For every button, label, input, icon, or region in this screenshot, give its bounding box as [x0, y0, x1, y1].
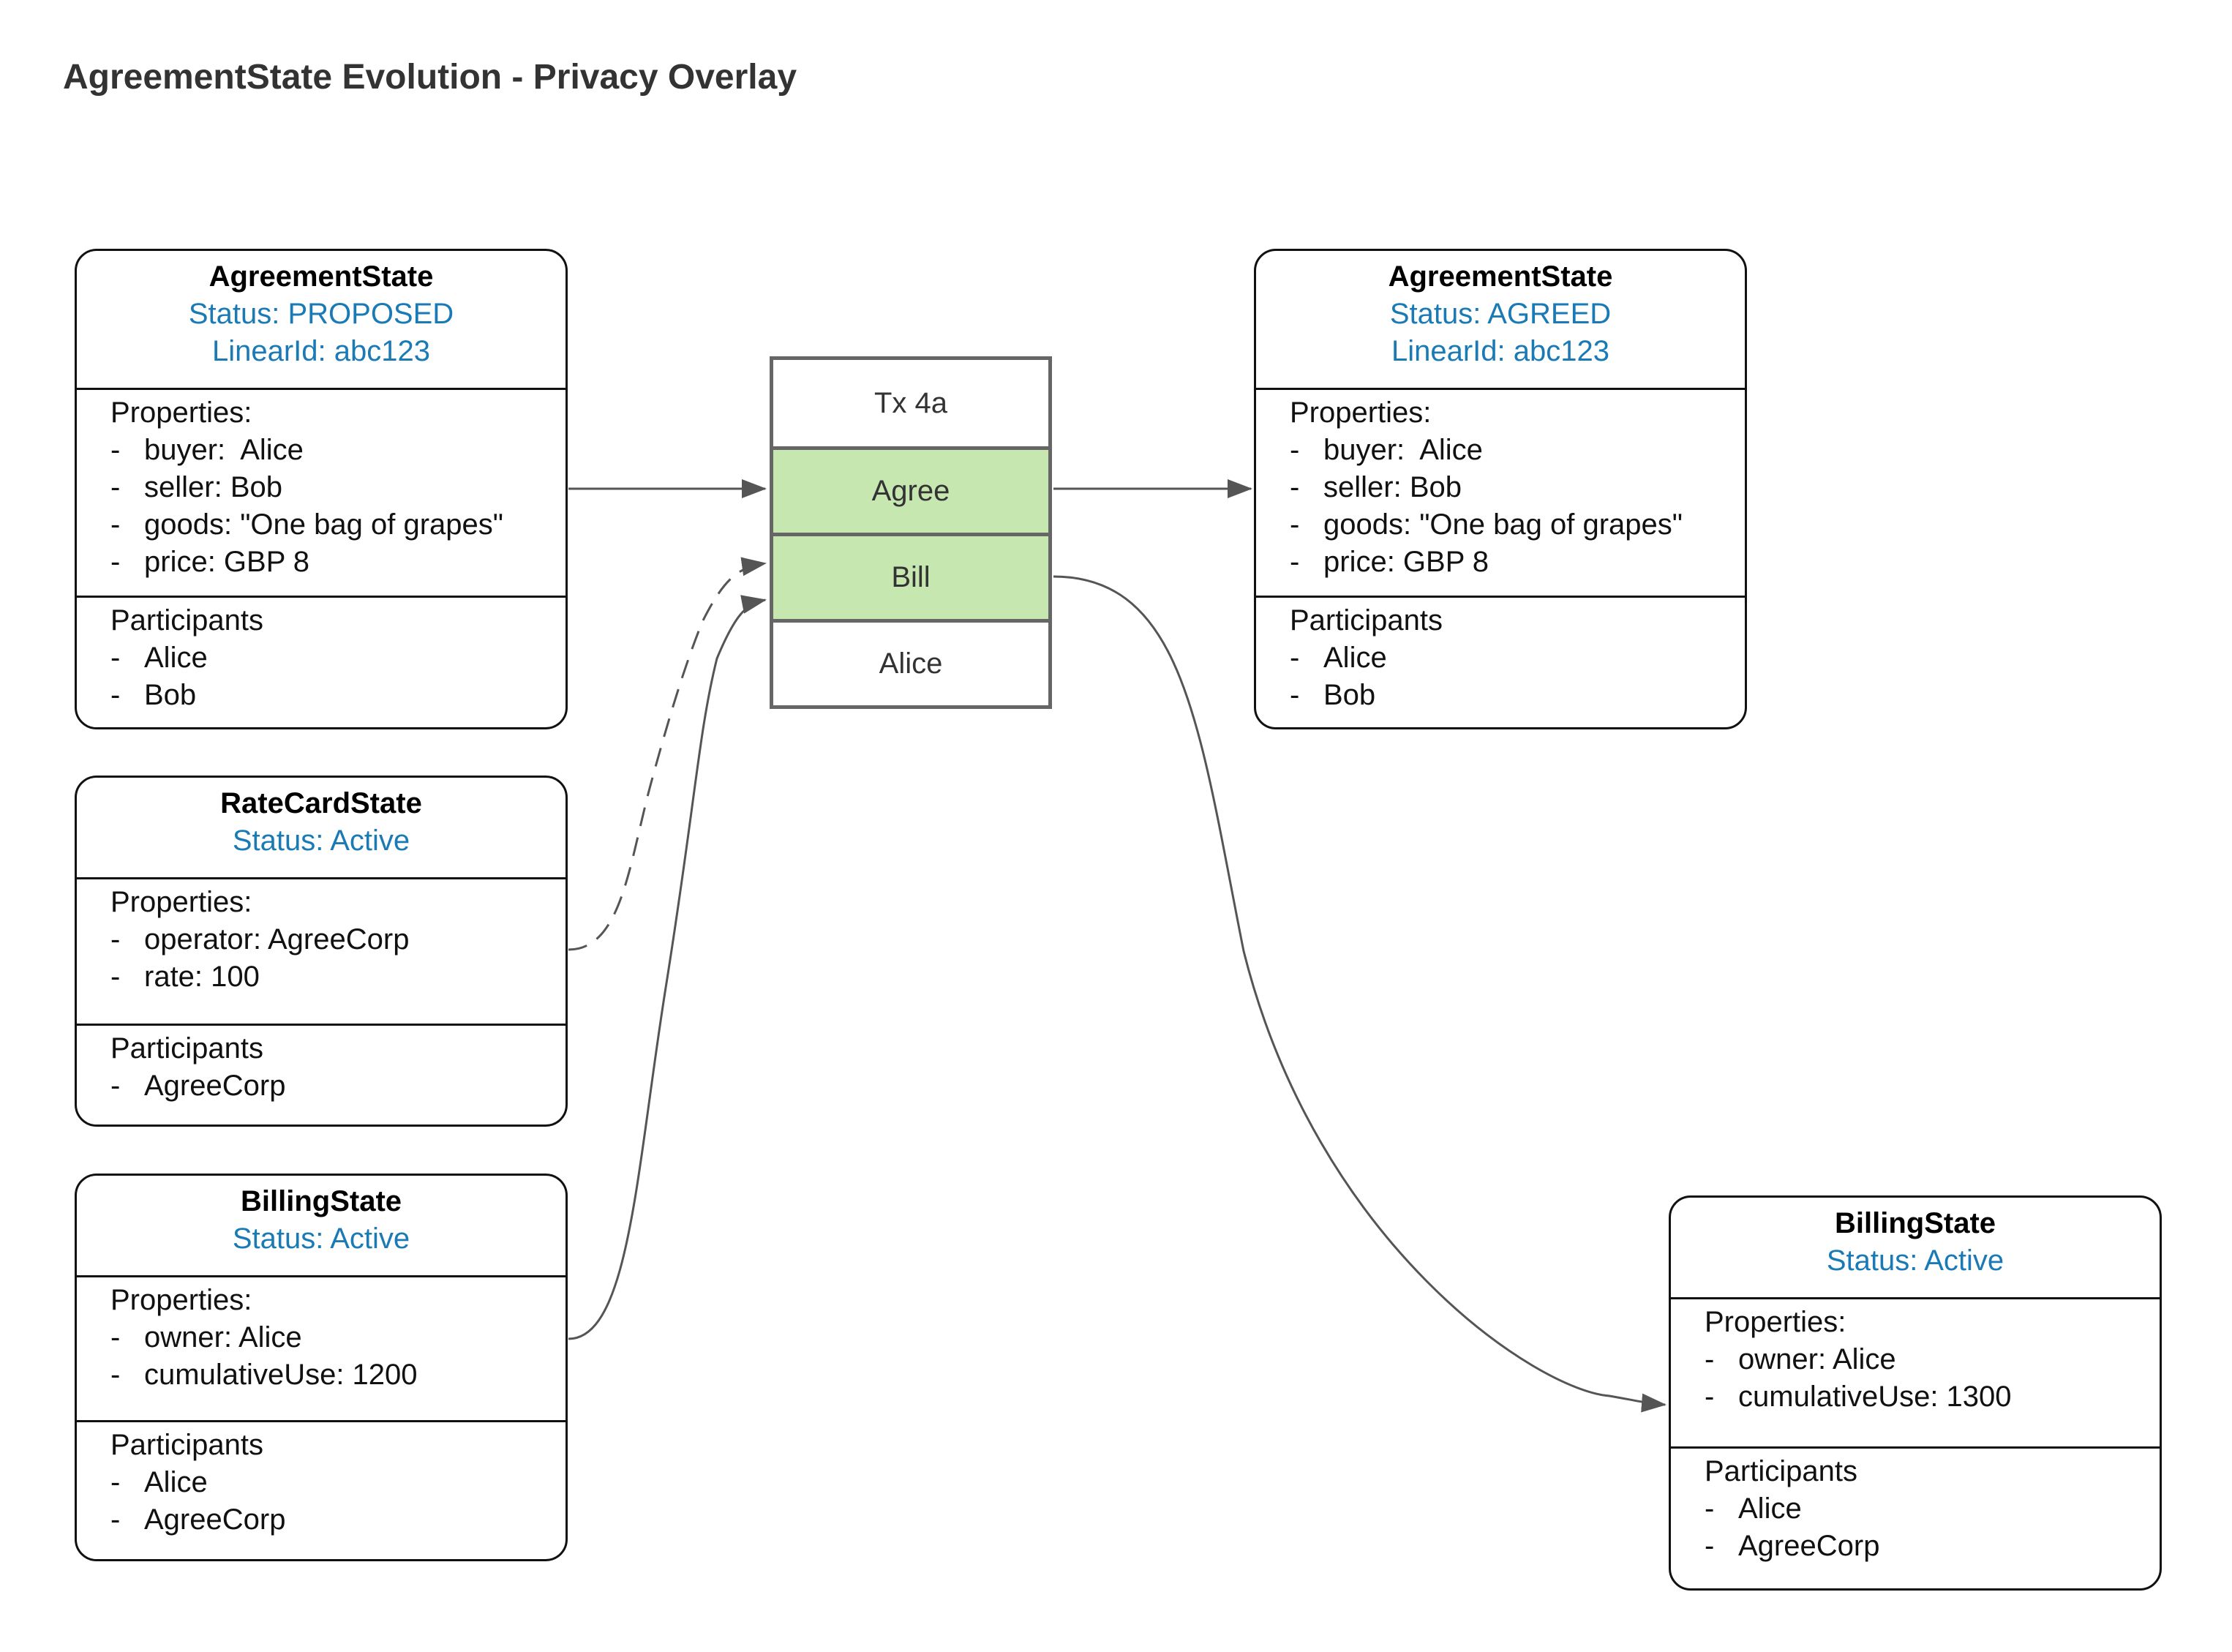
list-bullet: - [1705, 1343, 1715, 1375]
state-status: Status: Active [232, 825, 410, 857]
connector-ratecard-to-bill-reference [568, 557, 767, 951]
transaction-signer: Alice [773, 619, 1048, 705]
state-header: BillingState Status: Active [1671, 1198, 2160, 1297]
property-item: -price: GBP 8 [1290, 544, 1745, 581]
state-name: RateCardState [220, 787, 422, 819]
participants-label: Participants [110, 1429, 263, 1461]
participant-item: -Bob [1290, 677, 1745, 714]
transaction-box: Tx 4a Agree Bill Alice [770, 356, 1052, 709]
state-status: Status: PROPOSED [188, 298, 454, 330]
state-status: Status: Active [232, 1223, 410, 1255]
properties-label: Properties: [110, 1284, 252, 1316]
property-item: -goods: "One bag of grapes" [1290, 506, 1745, 544]
list-bullet: - [1290, 546, 1300, 578]
state-participants: Participants -Alice -AgreeCorp [77, 1420, 565, 1539]
list-bullet: - [110, 923, 121, 955]
list-bullet: - [110, 1466, 121, 1498]
property-item: -owner: Alice [1705, 1341, 2160, 1378]
list-bullet: - [110, 471, 121, 503]
participant-item: -Alice [1290, 639, 1745, 677]
state-status: Status: AGREED [1389, 298, 1612, 330]
state-name: AgreementState [1388, 260, 1613, 293]
participant-item: -AgreeCorp [110, 1067, 565, 1105]
list-bullet: - [1290, 508, 1300, 541]
diagram-title: AgreementState Evolution - Privacy Overl… [63, 58, 797, 97]
state-participants: Participants -Alice -AgreeCorp [1671, 1446, 2160, 1565]
participant-item: -AgreeCorp [1705, 1528, 2160, 1565]
transaction-id: Tx 4a [873, 386, 948, 419]
list-bullet: - [110, 1503, 121, 1536]
state-properties: Properties: -operator: AgreeCorp -rate: … [77, 877, 565, 1024]
property-item: -goods: "One bag of grapes" [110, 506, 565, 544]
list-bullet: - [1290, 642, 1300, 674]
property-item: -seller: Bob [1290, 469, 1745, 506]
state-properties: Properties: -buyer: Alice -seller: Bob -… [1256, 388, 1745, 596]
participants-label: Participants [1705, 1455, 1857, 1487]
list-bullet: - [1290, 434, 1300, 466]
properties-label: Properties: [1705, 1306, 1846, 1338]
input-agreement-state: AgreementState Status: PROPOSED LinearId… [75, 249, 568, 729]
command-agree: Agree [773, 446, 1048, 533]
state-properties: Properties: -owner: Alice -cumulativeUse… [77, 1275, 565, 1420]
participant-item: -Bob [110, 677, 565, 714]
list-bullet: - [110, 508, 121, 541]
state-status: Status: Active [1826, 1244, 2004, 1277]
state-header: AgreementState Status: PROPOSED LinearId… [77, 251, 565, 388]
state-linear-id: LinearId: abc123 [211, 335, 430, 367]
list-bullet: - [1705, 1530, 1715, 1562]
list-bullet: - [110, 1070, 121, 1102]
participants-label: Participants [110, 1032, 263, 1065]
participants-label: Participants [1290, 604, 1443, 637]
list-bullet: - [110, 961, 121, 993]
list-bullet: - [1290, 679, 1300, 711]
connector-bill-to-output-billing [1053, 575, 1667, 1413]
list-bullet: - [1290, 471, 1300, 503]
list-bullet: - [110, 642, 121, 674]
property-item: -price: GBP 8 [110, 544, 565, 581]
state-header: AgreementState Status: AGREED LinearId: … [1256, 251, 1745, 388]
participant-item: -Alice [110, 639, 565, 677]
property-item: -cumulativeUse: 1200 [110, 1356, 565, 1394]
list-bullet: - [1705, 1493, 1715, 1525]
state-participants: Participants -AgreeCorp [77, 1024, 565, 1105]
state-name: AgreementState [208, 260, 434, 293]
participants-label: Participants [110, 604, 263, 637]
state-linear-id: LinearId: abc123 [1391, 335, 1609, 367]
state-header: BillingState Status: Active [77, 1176, 565, 1275]
properties-label: Properties: [1290, 397, 1432, 429]
list-bullet: - [110, 434, 121, 466]
property-item: -seller: Bob [110, 469, 565, 506]
state-properties: Properties: -owner: Alice -cumulativeUse… [1671, 1297, 2160, 1446]
property-item: -buyer: Alice [1290, 432, 1745, 469]
property-item: -owner: Alice [110, 1319, 565, 1356]
list-bullet: - [110, 546, 121, 578]
state-header: RateCardState Status: Active [77, 778, 565, 877]
state-properties: Properties: -buyer: Alice -seller: Bob -… [77, 388, 565, 596]
properties-label: Properties: [110, 397, 252, 429]
connector-billing-to-bill [568, 595, 767, 1340]
command-bill: Bill [773, 533, 1048, 619]
list-bullet: - [1705, 1381, 1715, 1413]
list-bullet: - [110, 1359, 121, 1391]
input-billing-state: BillingState Status: Active Properties: … [75, 1174, 568, 1561]
list-bullet: - [110, 1321, 121, 1353]
property-item: -operator: AgreeCorp [110, 921, 565, 958]
state-participants: Participants -Alice -Bob [1256, 596, 1745, 714]
list-bullet: - [110, 679, 121, 711]
output-billing-state: BillingState Status: Active Properties: … [1669, 1195, 2162, 1591]
state-name: BillingState [240, 1185, 402, 1217]
ratecard-state: RateCardState Status: Active Properties:… [75, 776, 568, 1127]
property-item: -cumulativeUse: 1300 [1705, 1378, 2160, 1416]
state-participants: Participants -Alice -Bob [77, 596, 565, 714]
properties-label: Properties: [110, 886, 252, 918]
participant-item: -Alice [1705, 1490, 2160, 1528]
participant-item: -Alice [110, 1464, 565, 1501]
participant-item: -AgreeCorp [110, 1501, 565, 1539]
state-name: BillingState [1834, 1207, 1996, 1239]
property-item: -rate: 100 [110, 958, 565, 996]
output-agreement-state: AgreementState Status: AGREED LinearId: … [1254, 249, 1747, 729]
property-item: -buyer: Alice [110, 432, 565, 469]
